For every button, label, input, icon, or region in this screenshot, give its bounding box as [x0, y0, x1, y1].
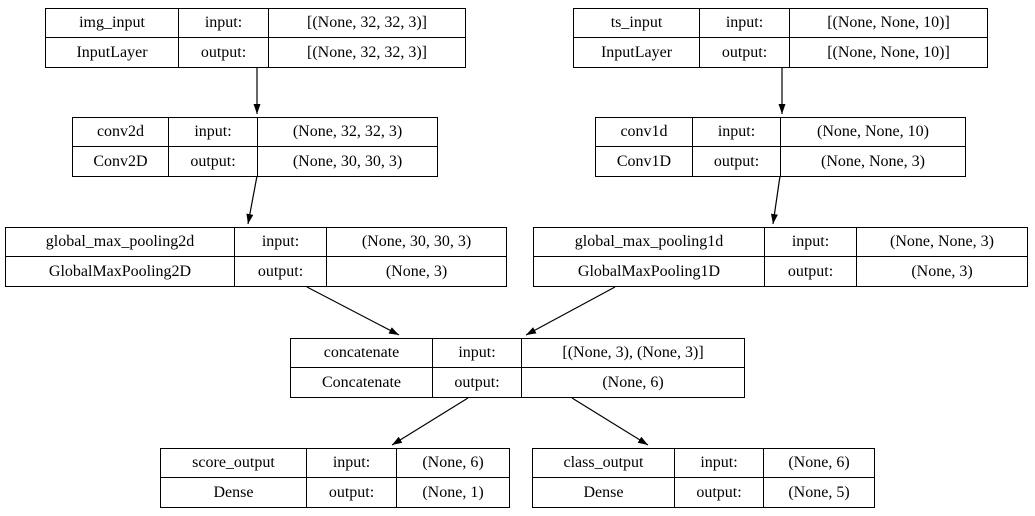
input-label: input:: [765, 228, 857, 257]
layer-name: conv2d: [73, 118, 169, 147]
node-concatenate: concatenate input: [(None, 3), (None, 3)…: [290, 338, 745, 398]
edge-global_max_pooling1d-concatenate: [525, 286, 616, 336]
input-label: input:: [433, 339, 522, 368]
input-shape: [(None, None, 10)]: [790, 9, 987, 38]
output-shape: (None, 6): [602, 373, 664, 391]
layer-type: InputLayer: [46, 38, 179, 67]
edge-concatenate-class_output: [571, 397, 649, 446]
layer-type: GlobalMaxPooling2D: [6, 257, 235, 286]
layer-name: img_input: [46, 9, 179, 38]
input-shape: [(None, 3), (None, 3)]: [522, 339, 744, 368]
input-label: input:: [307, 449, 397, 478]
layer-name: global_max_pooling1d: [534, 228, 765, 257]
edge-conv2d-global_max_pooling2d: [246, 175, 258, 225]
output-shape: (None, 5): [788, 483, 850, 501]
output-label: output:: [235, 257, 327, 286]
output-label: output:: [675, 478, 764, 507]
edge-concatenate-score_output: [391, 397, 469, 446]
output-shape: (None, 1): [422, 483, 484, 501]
input-shape: [(None, 32, 32, 3)]: [269, 9, 465, 38]
layer-type: GlobalMaxPooling1D: [534, 257, 765, 286]
layer-name: global_max_pooling2d: [6, 228, 235, 257]
layer-name: ts_input: [574, 9, 700, 38]
layer-type: InputLayer: [574, 38, 700, 67]
node-ts-input: ts_input input: [(None, None, 10)] Input…: [573, 8, 988, 68]
node-img-input: img_input input: [(None, 32, 32, 3)] Inp…: [45, 8, 466, 68]
node-class-output: class_output input: (None, 6) Dense outp…: [532, 448, 875, 508]
output-label: output:: [765, 257, 857, 286]
output-label: output:: [307, 478, 397, 507]
output-label: output:: [169, 147, 258, 176]
layer-type: Conv2D: [73, 147, 169, 176]
output-label: output:: [693, 147, 781, 176]
output-shape: [(None, None, 10)]: [827, 43, 950, 61]
node-score-output: score_output input: (None, 6) Dense outp…: [160, 448, 510, 508]
input-label: input:: [675, 449, 764, 478]
layer-type: Dense: [533, 478, 675, 507]
input-label: input:: [235, 228, 327, 257]
layer-type: Concatenate: [291, 368, 433, 397]
edge-global_max_pooling2d-concatenate: [306, 286, 400, 336]
output-shape: (None, None, 3): [821, 152, 925, 170]
node-global-max-pooling2d: global_max_pooling2d input: (None, 30, 3…: [5, 227, 507, 287]
layer-type: Dense: [161, 478, 307, 507]
output-label: output:: [700, 38, 790, 67]
output-shape: (None, 3): [911, 262, 973, 280]
layer-name: conv1d: [596, 118, 693, 147]
node-global-max-pooling1d: global_max_pooling1d input: (None, None,…: [533, 227, 1028, 287]
input-shape: (None, 32, 32, 3): [258, 118, 437, 147]
layer-name: concatenate: [291, 339, 433, 368]
input-shape: (None, None, 10): [781, 118, 965, 147]
input-shape: (None, 6): [397, 449, 509, 478]
output-shape: (None, 3): [385, 262, 448, 280]
layer-type: Conv1D: [596, 147, 693, 176]
input-shape: (None, 30, 30, 3): [327, 228, 506, 257]
edge-conv1d-global_max_pooling1d: [770, 175, 781, 225]
input-shape: (None, 6): [764, 449, 874, 478]
layer-name: class_output: [533, 449, 675, 478]
input-shape: (None, None, 3): [857, 228, 1027, 257]
output-shape: (None, 30, 30, 3): [292, 152, 403, 170]
input-label: input:: [700, 9, 790, 38]
output-shape: [(None, 32, 32, 3)]: [307, 43, 427, 61]
input-label: input:: [693, 118, 781, 147]
layer-name: score_output: [161, 449, 307, 478]
output-label: output:: [179, 38, 269, 67]
input-label: input:: [169, 118, 258, 147]
node-conv1d: conv1d input: (None, None, 10) Conv1D ou…: [595, 117, 966, 177]
input-label: input:: [179, 9, 269, 38]
node-conv2d: conv2d input: (None, 32, 32, 3) Conv2D o…: [72, 117, 438, 177]
output-label: output:: [433, 368, 522, 397]
